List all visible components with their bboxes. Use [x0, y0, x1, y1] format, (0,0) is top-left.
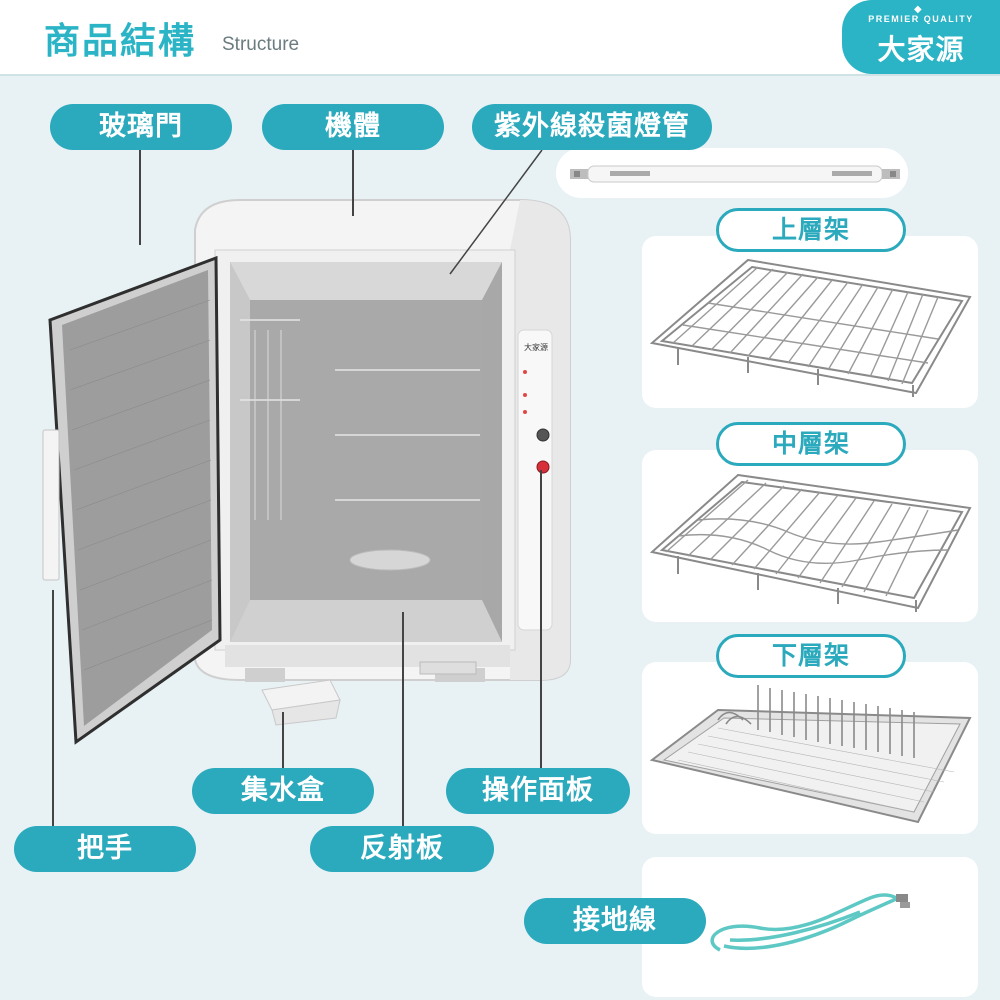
header-divider: [0, 74, 1000, 76]
diamond-icon: ◆: [914, 4, 922, 15]
body-label: 機體: [262, 104, 444, 150]
upper-rack-image: [649, 258, 972, 397]
uv-lamp-leader: [449, 149, 543, 275]
control-panel-leader: [540, 470, 542, 770]
ground-wire-image: [710, 893, 910, 952]
control-panel-label: 操作面板: [446, 768, 630, 814]
header-bar: [0, 0, 1000, 74]
glass-door-label: 玻璃門: [50, 104, 232, 150]
water-box-label: 集水盒: [192, 768, 374, 814]
brand-name: 大家源: [877, 33, 965, 66]
middle-rack-image: [649, 473, 972, 612]
brand-tagline: PREMIER QUALITY: [868, 14, 974, 24]
reflector-leader: [402, 612, 404, 828]
lower-rack-label: 下層架: [716, 634, 906, 678]
glass-door-leader: [139, 150, 141, 245]
lower-rack-image: [649, 685, 972, 824]
handle-leader: [52, 590, 54, 828]
ground-wire-label: 接地線: [524, 898, 706, 944]
reflector-label: 反射板: [310, 826, 494, 872]
sterilizer-cabinet-image: 大家源: [42, 199, 571, 745]
water-box-leader: [282, 712, 284, 772]
middle-rack-label: 中層架: [716, 422, 906, 466]
uv-lamp-label: 紫外線殺菌燈管: [472, 104, 712, 150]
body-leader: [352, 150, 354, 216]
brand-logo: ◆ PREMIER QUALITY 大家源: [842, 0, 1000, 74]
svg-text:大家源: 大家源: [524, 342, 548, 352]
handle-label: 把手: [14, 826, 196, 872]
upper-rack-card: [642, 236, 978, 408]
upper-rack-label: 上層架: [716, 208, 906, 252]
page-subtitle: Structure: [222, 34, 300, 55]
uv-lamp-image: [570, 165, 900, 183]
page-title: 商品結構: [44, 21, 197, 62]
